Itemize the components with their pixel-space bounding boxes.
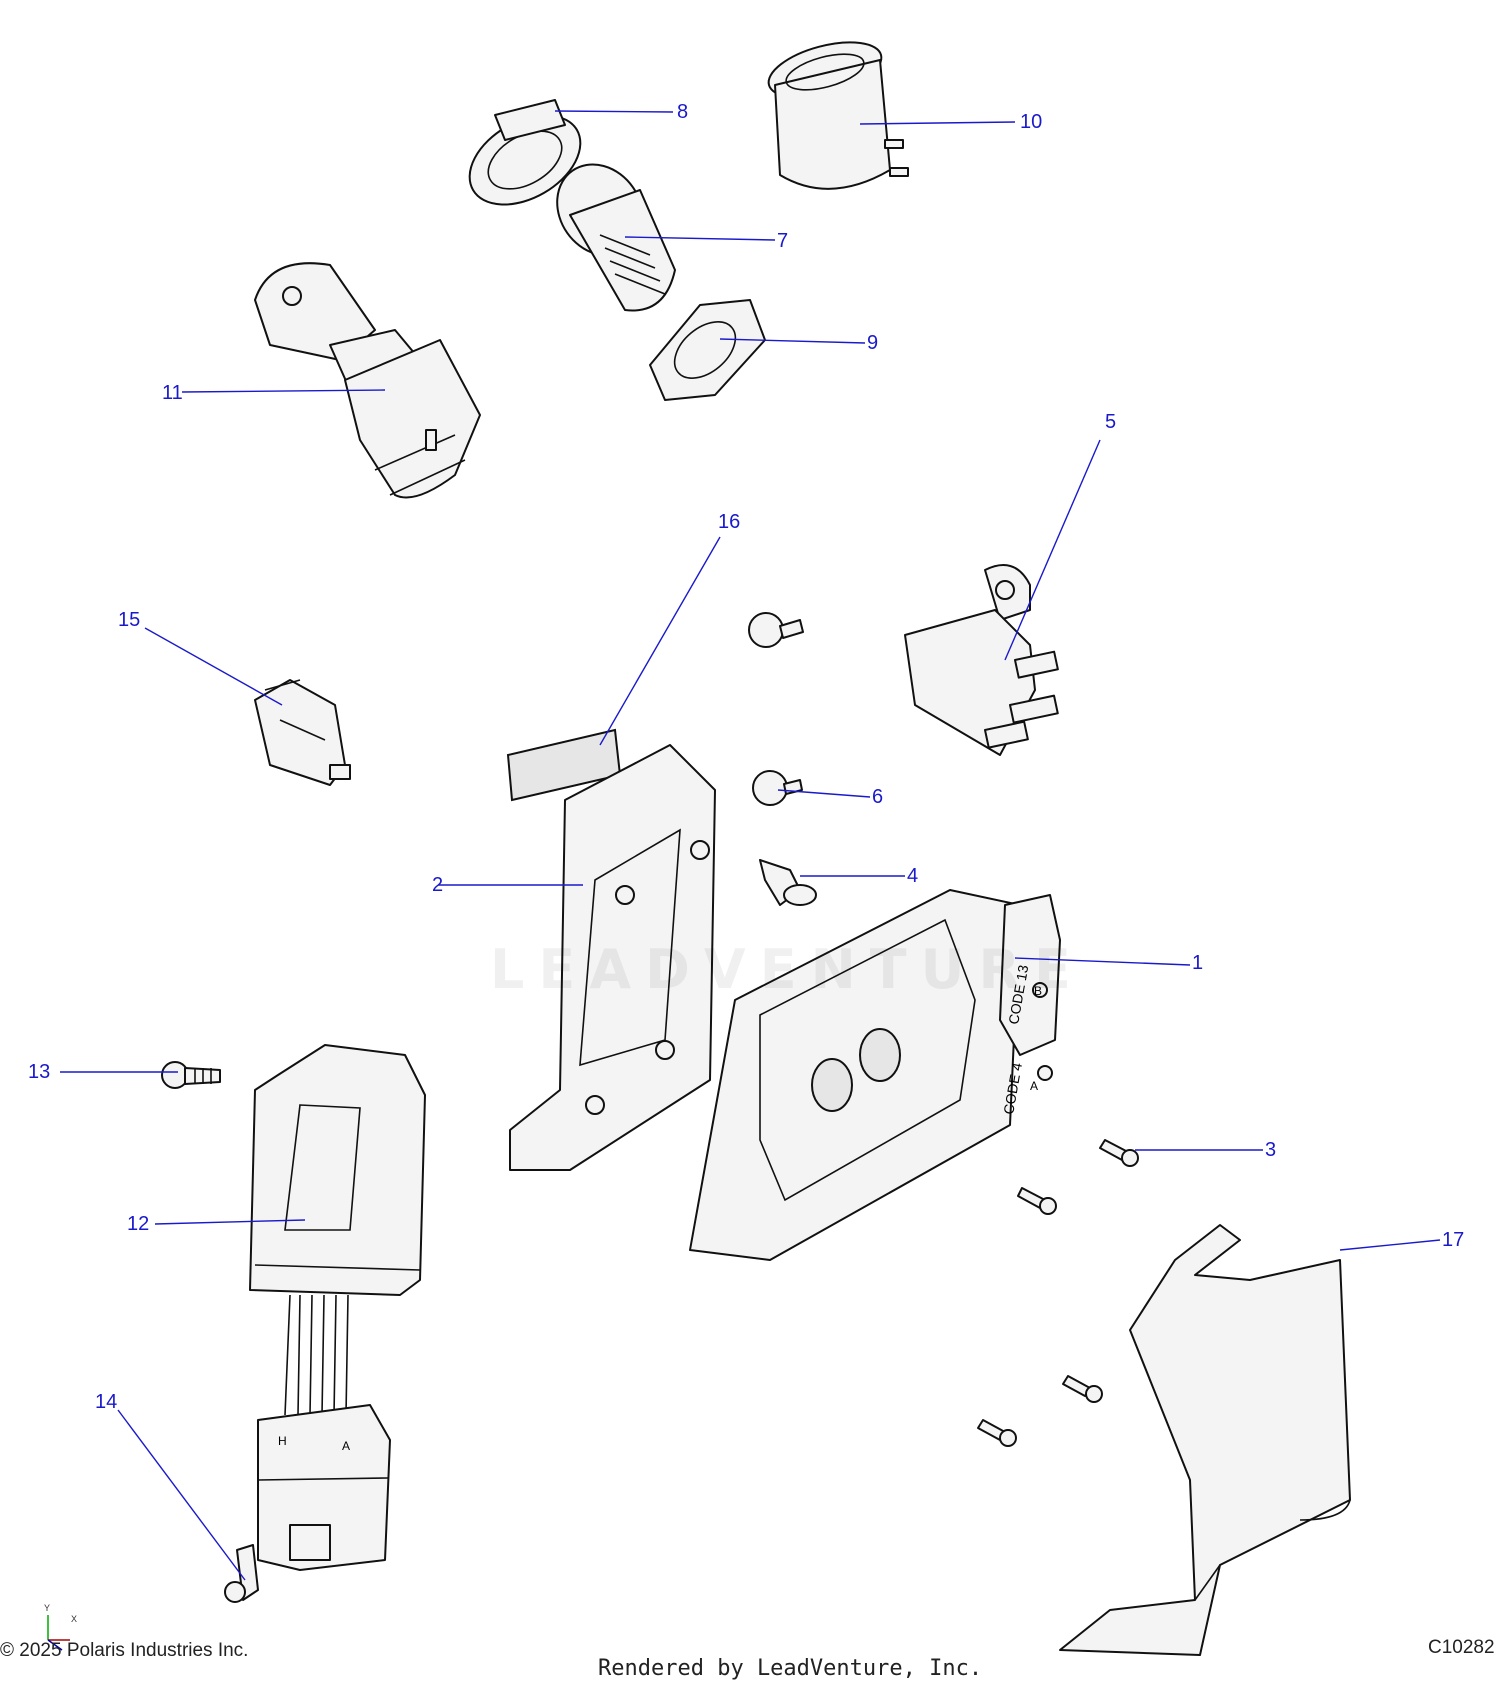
callout-6: 6 bbox=[872, 786, 884, 808]
callout-10: 10 bbox=[1020, 111, 1043, 133]
part-5-relay bbox=[904, 564, 1059, 756]
part-3-screws bbox=[977, 1139, 1139, 1447]
callout-12: 12 bbox=[127, 1213, 150, 1235]
part-1-ecu bbox=[689, 889, 1061, 1261]
axis-triad: Y X bbox=[44, 1603, 77, 1651]
harness-marking-h: H bbox=[278, 1434, 287, 1448]
ecu-marking-pin-a: A bbox=[1030, 1079, 1038, 1093]
callout-4: 4 bbox=[907, 865, 919, 887]
part-7-socket-body bbox=[556, 163, 676, 312]
part-17-cover bbox=[1059, 1224, 1351, 1656]
callout-1: 1 bbox=[1192, 952, 1204, 974]
callout-3: 3 bbox=[1265, 1139, 1277, 1161]
part-2-bracket bbox=[509, 744, 716, 1171]
callout-13: 13 bbox=[28, 1061, 51, 1083]
callout-9: 9 bbox=[867, 332, 879, 354]
callout-7: 7 bbox=[777, 230, 789, 252]
leader-lines bbox=[60, 110, 1441, 1581]
rendered-by-text: Rendered by LeadVenture, Inc. bbox=[598, 1656, 983, 1681]
callout-15: 15 bbox=[118, 609, 141, 631]
callout-11: 11 bbox=[162, 382, 183, 404]
drawing-id: C10282 bbox=[1428, 1637, 1495, 1658]
callout-16: 16 bbox=[718, 511, 741, 533]
part-8-ring bbox=[468, 99, 582, 206]
copyright-text: © 2025 Polaris Industries Inc. bbox=[0, 1640, 249, 1661]
part-4-rivet bbox=[759, 859, 817, 906]
callout-17: 17 bbox=[1442, 1229, 1465, 1251]
axis-label-x: X bbox=[71, 1614, 77, 1624]
part-12-module bbox=[249, 1044, 426, 1571]
callout-14: 14 bbox=[95, 1391, 118, 1413]
part-13-screw bbox=[161, 1061, 221, 1089]
watermark: LEADVENTURE bbox=[490, 938, 1085, 1001]
part-11-ignition-switch bbox=[254, 262, 481, 499]
part-6-screw bbox=[748, 612, 804, 806]
part-14-clip bbox=[224, 1544, 259, 1603]
part-15-switch bbox=[254, 679, 351, 786]
part-9-nut bbox=[649, 299, 766, 401]
callout-8: 8 bbox=[677, 101, 689, 123]
axis-label-y: Y bbox=[44, 1603, 50, 1613]
ecu-marking-pin-b: B bbox=[1034, 984, 1042, 998]
part-10-power-outlet bbox=[767, 41, 909, 190]
harness-marking-a: A bbox=[342, 1439, 350, 1453]
callout-2: 2 bbox=[432, 874, 444, 896]
callout-5: 5 bbox=[1105, 411, 1117, 433]
